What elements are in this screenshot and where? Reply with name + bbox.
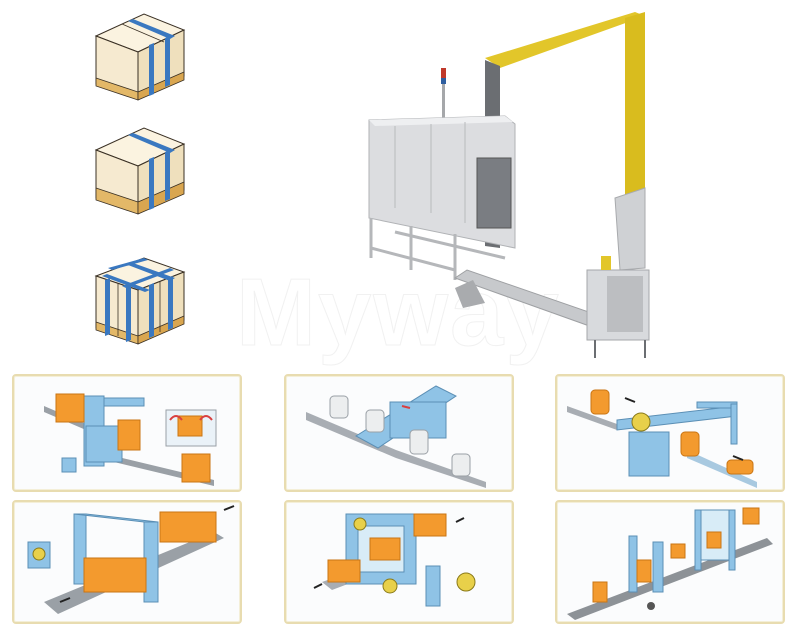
box-strapping-line-diagram [44, 393, 217, 486]
application-panel-6 [555, 500, 785, 624]
double-arch-carton-strapping-diagram [313, 513, 476, 607]
coil-strapping-line-diagram [306, 385, 486, 488]
pallet-arch-strapping-diagram [27, 505, 235, 614]
application-panel-2 [284, 374, 514, 492]
drum-strapping-line-diagram [567, 389, 757, 488]
application-panel-4 [12, 500, 242, 624]
package-illustration-1 [94, 13, 186, 101]
application-panel-5 [284, 500, 514, 624]
application-panel-1 [12, 374, 242, 492]
package-illustration-2 [94, 127, 186, 215]
strapping-machine-photo [368, 12, 650, 358]
multi-station-pallet-strapping-diagram [567, 507, 773, 620]
application-panel-3 [555, 374, 785, 492]
package-illustration-3 [94, 257, 186, 345]
